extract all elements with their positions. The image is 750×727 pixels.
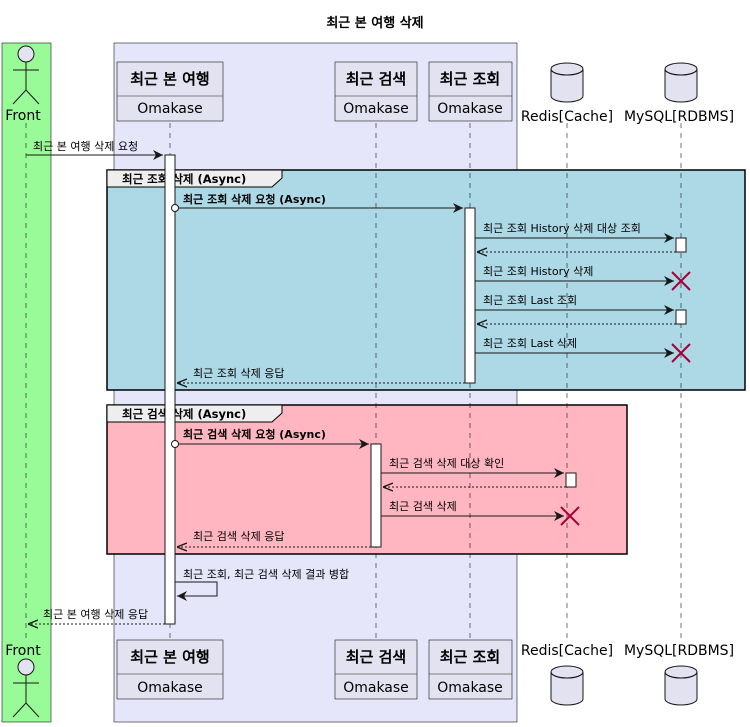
message-11: 최근 검색 삭제 응답 [177,530,371,547]
svg-text:최근 본 여행: 최근 본 여행 [130,648,209,666]
mysql-label-top: MySQL[RDBMS] [624,109,734,125]
destroy-x-icon [560,506,580,526]
svg-text:최근 조회 Last 조회: 최근 조회 Last 조회 [483,294,577,307]
svg-text:최근 검색 삭제: 최근 검색 삭제 [389,500,457,513]
redis-label-bottom: Redis[Cache] [521,643,613,659]
destroy-x-icon [671,343,691,363]
participant-recent-view-top: 최근 조회 Omakase [428,61,513,122]
svg-text:Omakase: Omakase [343,680,409,696]
mysql-database-icon-top [664,62,698,103]
svg-text:최근 검색 삭제 대상 확인: 최근 검색 삭제 대상 확인 [389,457,504,470]
front-label-bottom: Front [5,643,41,659]
mysql-label-bottom: MySQL[RDBMS] [624,643,734,659]
svg-text:최근 본 여행 삭제 응답: 최근 본 여행 삭제 응답 [43,608,148,621]
svg-text:최근 본 여행: 최근 본 여행 [130,70,209,88]
svg-text:최근 조회 Last 삭제: 최근 조회 Last 삭제 [483,337,577,350]
redis-database-icon-top [550,62,584,103]
message-2: 최근 조회 삭제 요청 (Async) [171,192,463,213]
group-recent-search-delete: 최근 검색 삭제 (Async) [106,404,628,555]
redis-label-top: Redis[Cache] [521,109,613,125]
message-8: 최근 검색 삭제 요청 (Async) [171,427,369,449]
redis-database-icon-bottom [550,665,584,706]
svg-text:최근 검색: 최근 검색 [346,648,406,666]
svg-text:최근 조회 삭제 요청 (Async): 최근 조회 삭제 요청 (Async) [183,192,326,206]
message-3: 최근 조회 History 삭제 대상 조회 [475,222,674,243]
svg-text:최근 조회 History 삭제: 최근 조회 History 삭제 [483,265,593,278]
svg-text:최근 조회, 최근 검색 삭제 결과 병합: 최근 조회, 최근 검색 삭제 결과 병합 [183,568,349,581]
destroy-x-icon [671,271,691,291]
front-box [1,42,52,723]
activations [164,154,687,625]
svg-text:최근 조회 History 삭제 대상 조회: 최근 조회 History 삭제 대상 조회 [483,222,641,235]
front-actor-bottom [12,658,40,718]
svg-text:Omakase: Omakase [343,101,409,117]
front-label-top: Front [5,108,41,124]
message-9: 최근 검색 삭제 대상 확인 [381,457,564,478]
svg-text:Omakase: Omakase [137,680,203,696]
participant-recent-view-bottom: 최근 조회 Omakase [428,639,513,700]
message-12-self: 최근 조회, 최근 검색 삭제 결과 병합 [175,568,349,601]
svg-text:Omakase: Omakase [437,101,503,117]
svg-text:최근 조회: 최근 조회 [440,70,500,88]
message-13: 최근 본 여행 삭제 응답 [28,608,165,624]
group-recent-view-label: 최근 조회 삭제 (Async) [122,172,246,186]
group-recent-search-label: 최근 검색 삭제 (Async) [122,407,246,421]
svg-text:Omakase: Omakase [437,680,503,696]
message-7: 최근 조회 삭제 응답 [177,367,465,383]
front-actor-top [12,45,40,105]
message-1: 최근 본 여행 삭제 요청 [26,140,163,160]
participant-recent-search-top: 최근 검색 Omakase [334,61,418,122]
svg-text:최근 검색: 최근 검색 [346,70,406,88]
svg-text:Omakase: Omakase [137,101,203,117]
svg-text:최근 본 여행 삭제 요청: 최근 본 여행 삭제 요청 [33,140,138,153]
svg-text:최근 조회 삭제 응답: 최근 조회 삭제 응답 [193,367,284,380]
participant-recent-search-bottom: 최근 검색 Omakase [334,639,418,700]
message-10: 최근 검색 삭제 [381,500,564,521]
diagram-title: 최근 본 여행 삭제 [326,15,423,31]
svg-text:최근 검색 삭제 요청 (Async): 최근 검색 삭제 요청 (Async) [183,427,326,441]
svg-text:최근 검색 삭제 응답: 최근 검색 삭제 응답 [193,530,284,543]
participant-recent-trip-bottom: 최근 본 여행 Omakase [116,639,224,700]
message-4: 최근 조회 History 삭제 [475,265,674,286]
mysql-database-icon-bottom [664,665,698,706]
message-6: 최근 조회 Last 삭제 [475,337,674,358]
svg-text:최근 조회: 최근 조회 [440,648,500,666]
participant-recent-trip-top: 최근 본 여행 Omakase [116,61,224,122]
message-5: 최근 조회 Last 조회 [475,294,674,315]
